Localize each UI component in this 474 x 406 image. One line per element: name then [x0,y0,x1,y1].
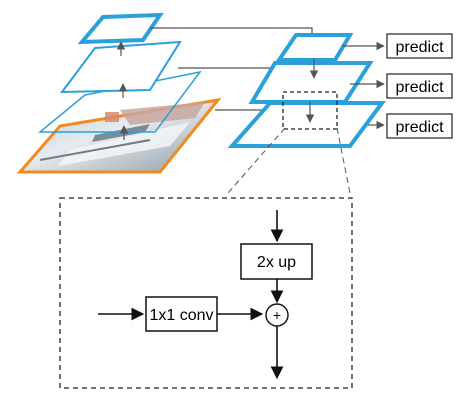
zoom-region [282,91,338,130]
feature-level-4 [77,12,164,45]
merged-level-top [275,33,354,62]
input-image-photo [39,102,205,166]
predict-label-1: predict [395,39,444,56]
merged-level-bottom [227,101,386,148]
prediction-outputs: predict predict predict [342,33,453,139]
zoom-guide-left [227,127,286,194]
merge-detail-panel: 2x up 1x1 conv + [59,197,353,389]
feature-level-2 [37,70,202,133]
conv-box [145,296,218,332]
predict-label-2: predict [395,79,444,96]
zoom-guides [227,127,351,194]
predict-box-3 [386,113,453,139]
feature-level-3 [59,40,182,94]
lateral-connection-top [150,27,317,44]
merged-level-middle [248,61,374,104]
conv-label: 1x1 conv [149,307,213,324]
predict-box-1 [386,33,453,59]
top-down-pathway [227,33,386,148]
bottom-up-pathway [16,12,222,174]
zoom-guide-right [336,127,351,194]
merge-add-symbol: + [273,307,281,323]
detail-panel-border [59,197,353,389]
upsample-label: 2x up [257,254,296,271]
upsample-box [240,243,313,280]
predict-box-2 [386,73,453,99]
predict-label-3: predict [395,119,444,136]
